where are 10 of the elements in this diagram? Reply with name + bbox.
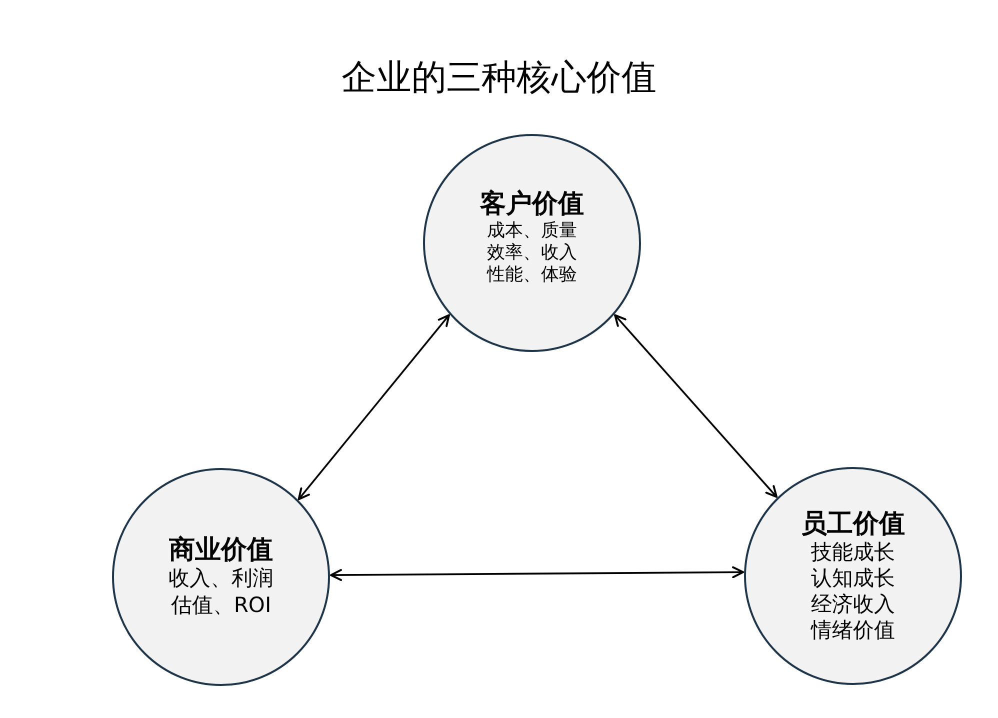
circle-heading: 客户价值 [480, 188, 584, 220]
circle-text: 技能成长认知成长经济收入情绪价值 [810, 539, 896, 643]
double-arrow [298, 314, 450, 500]
circle-text: 收入、利润估值、ROI [167, 565, 274, 619]
double-arrow [614, 314, 778, 498]
circle-text: 成本、质量效率、收入性能、体验 [486, 220, 578, 286]
circle-heading: 员工价值 [801, 509, 905, 539]
circle-heading: 商业价值 [169, 535, 273, 565]
double-arrow [330, 566, 744, 581]
diagram-title: 企业的三种核心价值 [342, 57, 656, 100]
